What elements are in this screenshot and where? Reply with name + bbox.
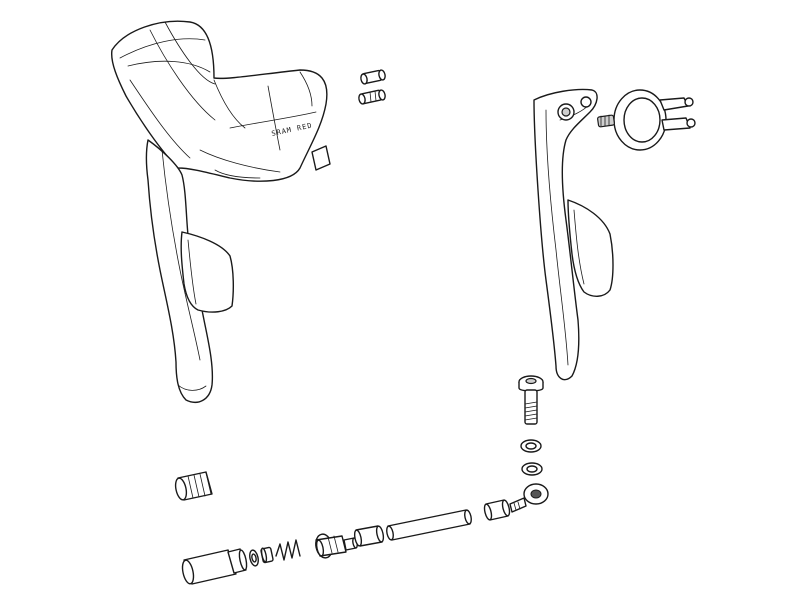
insert-sleeve bbox=[260, 546, 274, 564]
washer-lower bbox=[521, 462, 543, 476]
washer-upper bbox=[520, 439, 542, 453]
spring bbox=[275, 539, 301, 561]
pin-set bbox=[358, 69, 386, 105]
barb-fitting bbox=[343, 537, 358, 551]
banjo-fitting bbox=[509, 483, 549, 513]
pivot-hole-small bbox=[580, 96, 592, 108]
bleed-port-nut bbox=[174, 471, 213, 501]
clamp-bolt bbox=[597, 114, 615, 128]
hood-tab bbox=[311, 145, 331, 171]
o-ring-small bbox=[249, 549, 259, 567]
brake-paddle bbox=[567, 199, 614, 297]
piston-seal bbox=[315, 533, 347, 559]
lever-hood-body: SRAM RED bbox=[111, 20, 331, 182]
clamp-tab-top bbox=[659, 97, 689, 111]
handlebar-clamp bbox=[597, 89, 696, 151]
hose-sleeve bbox=[353, 525, 385, 547]
shift-lever-blade bbox=[145, 139, 235, 403]
hydraulic-hose bbox=[386, 509, 472, 541]
hose-connector bbox=[181, 548, 248, 585]
pin-upper bbox=[360, 69, 386, 85]
brake-lever bbox=[533, 88, 614, 381]
pin-lower bbox=[358, 89, 386, 105]
clamp-tab-bottom bbox=[661, 117, 691, 131]
banjo-bolt bbox=[518, 375, 544, 425]
shift-paddle bbox=[180, 231, 235, 313]
compression-olive bbox=[483, 499, 511, 521]
